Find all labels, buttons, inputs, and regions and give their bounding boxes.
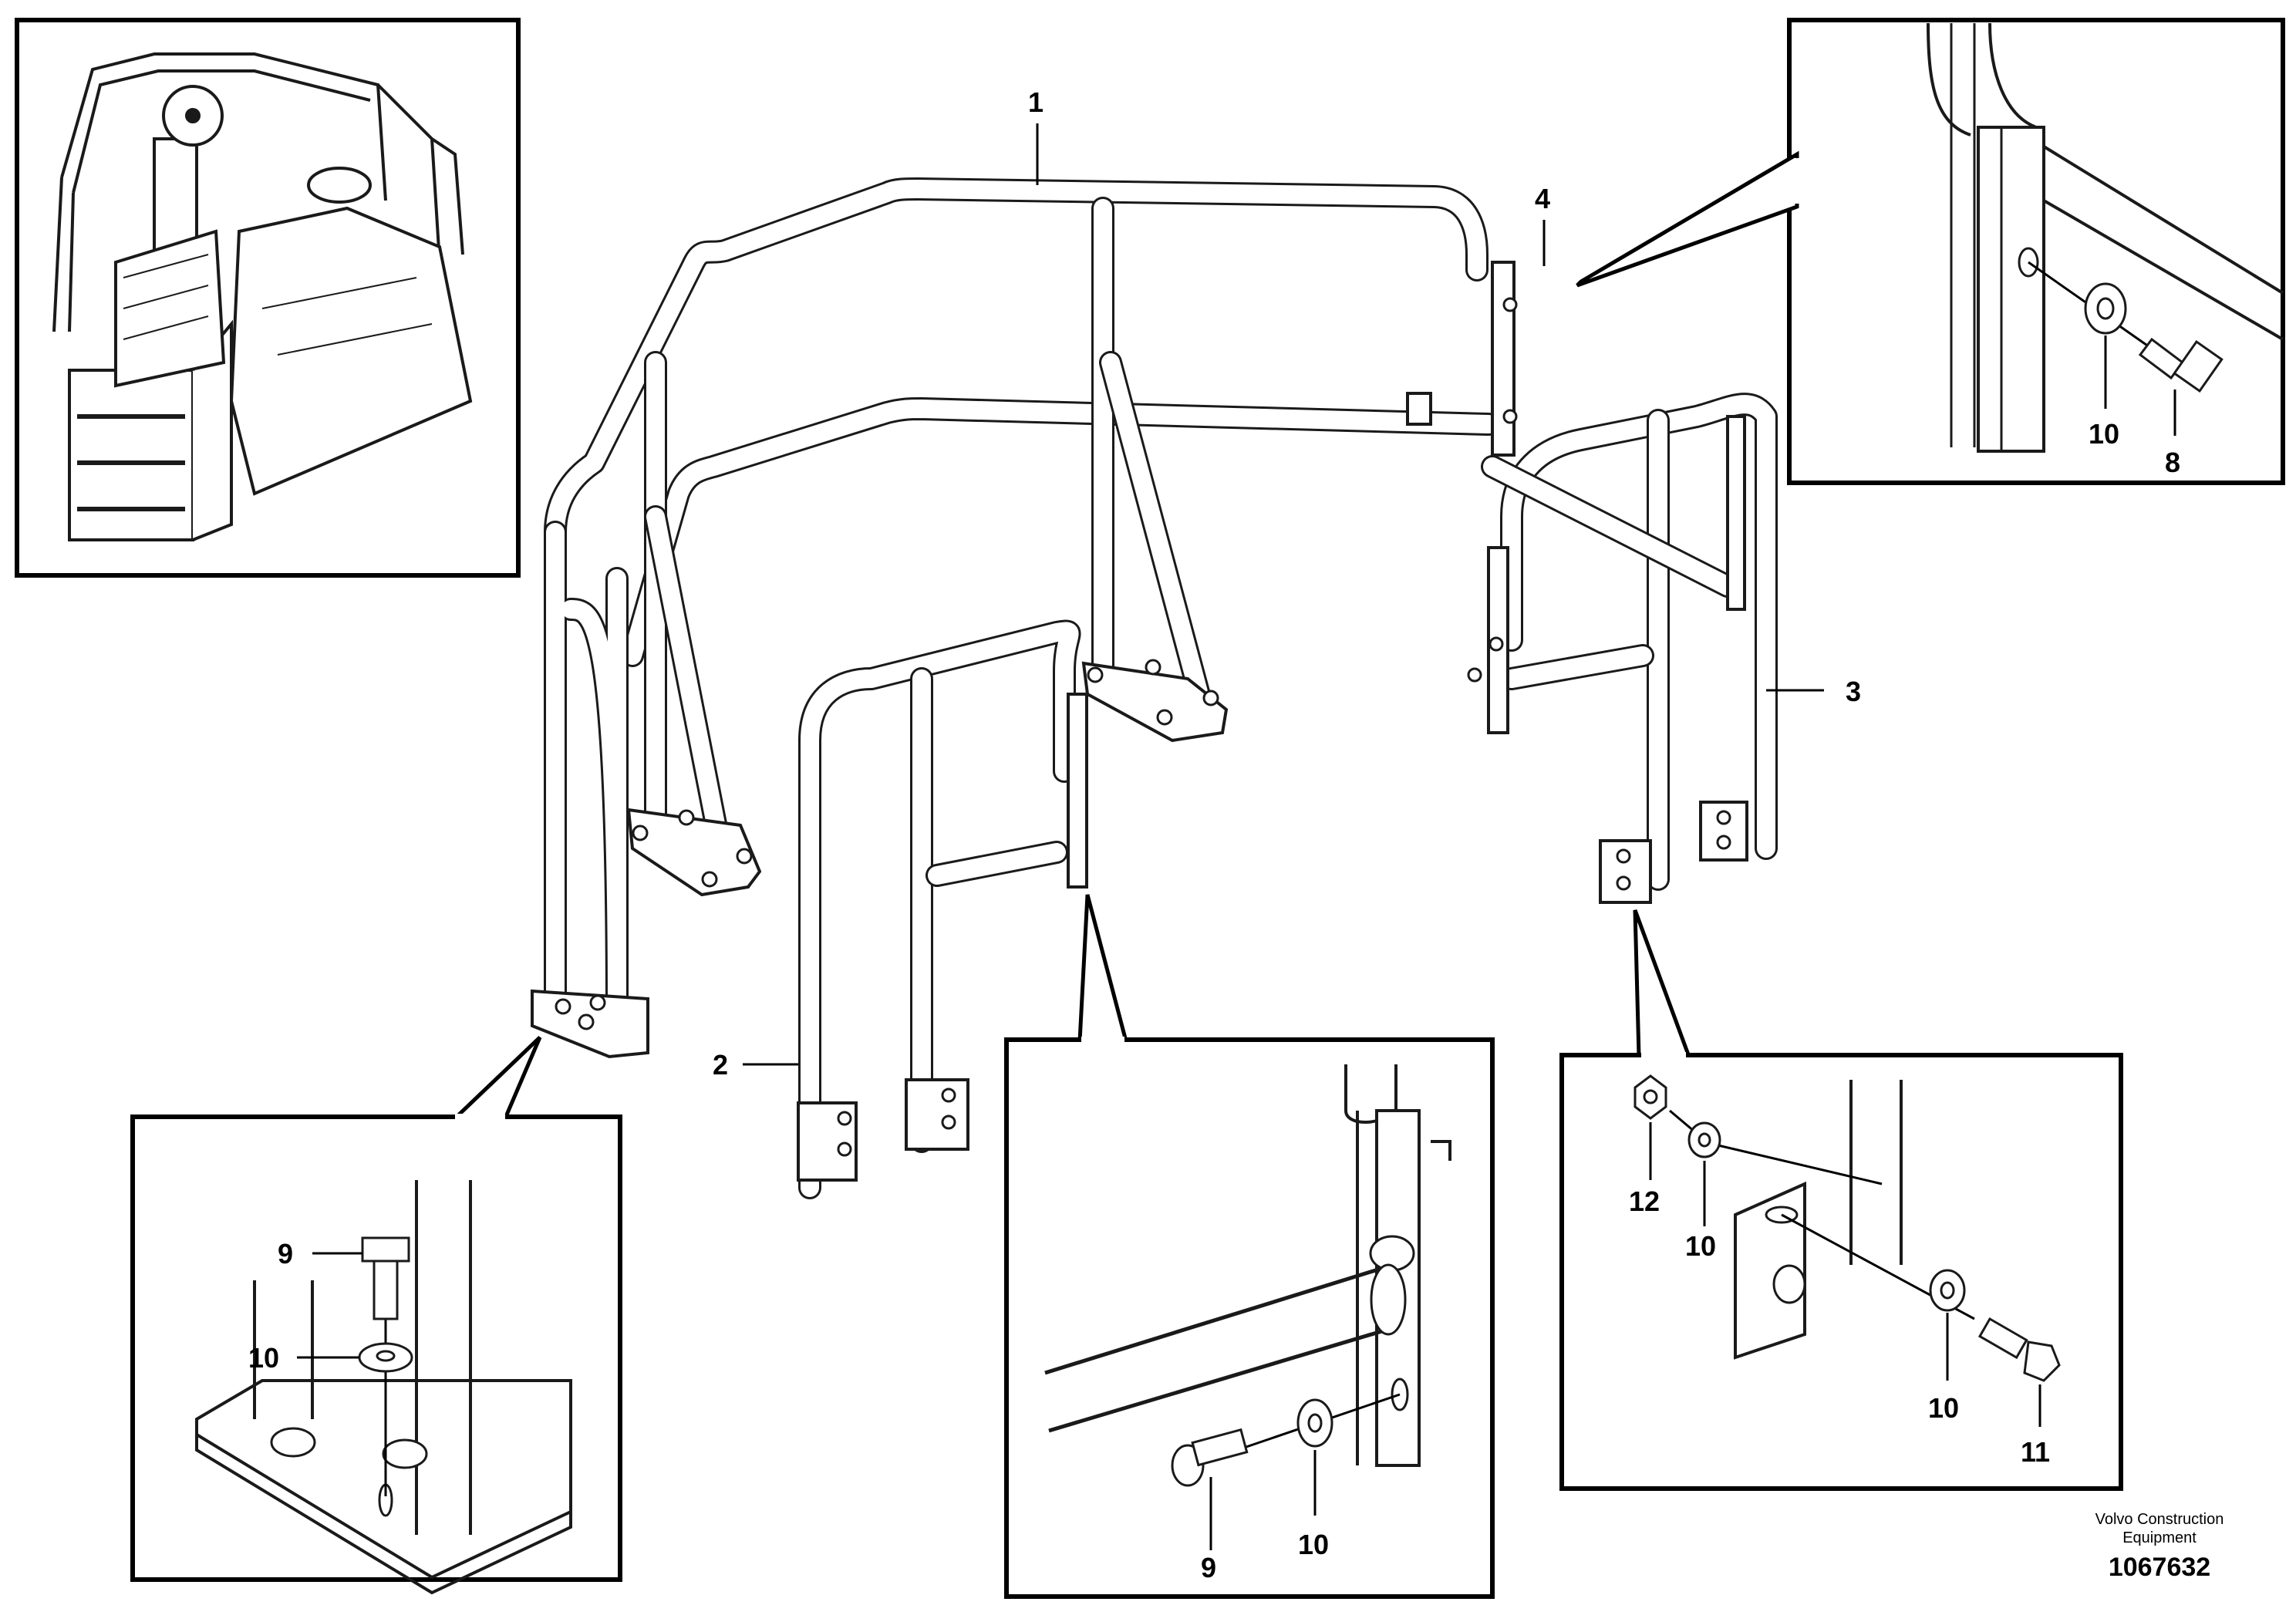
hex-bolt-head-icon — [270, 1427, 428, 1469]
gate-section — [797, 619, 1088, 1199]
callout-right-bolt: 11 — [2021, 1436, 2050, 1468]
right-foot-plate-front — [1599, 839, 1652, 904]
callout-top-right-washer: 10 — [2089, 418, 2119, 450]
right-side-section — [1481, 393, 1778, 904]
middle-rail-tube — [621, 397, 1500, 667]
callout-right-washer-top: 10 — [1685, 1230, 1716, 1262]
rail-connector-stub — [1406, 392, 1432, 426]
base-plate-bolts-left — [555, 809, 753, 1030]
figure-number: 1067632 — [2109, 1553, 2210, 1582]
callout-1: 1 — [1028, 86, 1043, 118]
detail-top-right: 10 8 — [1576, 18, 2285, 485]
upper-rail-tube — [544, 177, 1489, 613]
gate-foot-plate-right — [905, 1078, 969, 1151]
credit-line-1: Volvo Construction — [2095, 1511, 2224, 1528]
base-plate-bolts-centre — [1087, 659, 1219, 726]
centre-posts — [1091, 197, 1215, 721]
credit-line-2: Equipment — [2122, 1529, 2197, 1546]
right-foot-plate-rear — [1699, 801, 1748, 862]
overview-inset — [15, 18, 521, 578]
callout-center-washer: 10 — [1298, 1529, 1329, 1560]
bracket-plate — [1977, 126, 2045, 453]
detail-right-plate — [1734, 1181, 1806, 1360]
detail-bottom-left: 9 10 — [130, 1036, 622, 1595]
callout-right-nut: 12 — [1629, 1185, 1660, 1217]
mounting-bracket-part-4 — [1467, 261, 1518, 734]
detail-right: 12 10 10 11 — [1559, 909, 2123, 1491]
right-upright-bracket — [1726, 415, 1746, 611]
hex-bolt-icon — [1977, 1317, 2061, 1382]
credit-block: Volvo Construction Equipment 1067632 — [2095, 1511, 2224, 1582]
callout-top-right-bolt: 8 — [2165, 447, 2180, 478]
hex-bolt-icon — [2138, 337, 2224, 393]
left-posts — [544, 351, 737, 1022]
callout-bottom-left-washer: 10 — [248, 1342, 279, 1374]
railing-assembly — [531, 177, 1778, 1199]
main-leaders — [743, 123, 1824, 1066]
callout-center-bolt: 9 — [1201, 1552, 1216, 1583]
left-rear-base-plate — [626, 808, 762, 897]
machine-overview-illustration — [52, 52, 473, 541]
callout-3: 3 — [1846, 676, 1861, 707]
callout-2: 2 — [713, 1049, 728, 1081]
detail-center: 9 10 — [1004, 894, 1495, 1599]
hex-nut-icon — [1633, 1074, 1667, 1120]
hex-bolt-icon — [361, 1236, 410, 1320]
callout-bottom-left-bolt: 9 — [278, 1238, 293, 1270]
gate-hinge-bracket — [1067, 693, 1088, 889]
callout-4: 4 — [1535, 183, 1550, 214]
hex-bolt-icon — [1171, 1428, 1249, 1487]
callout-right-washer-bottom: 10 — [1928, 1392, 1959, 1424]
